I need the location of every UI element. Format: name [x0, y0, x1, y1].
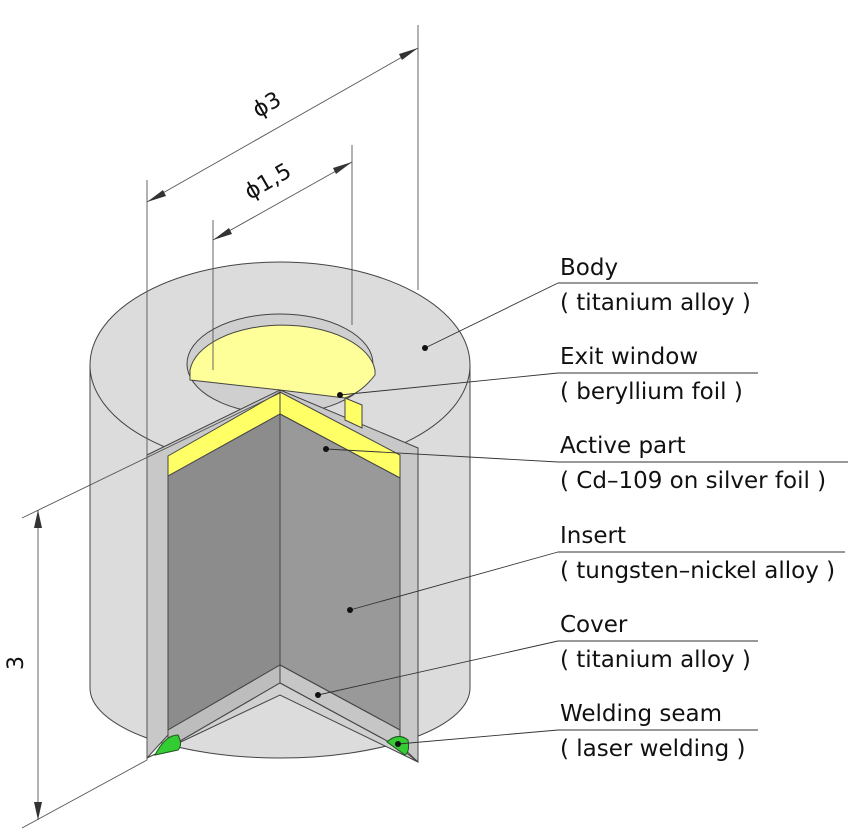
callout-body: Body ( titanium alloy ): [560, 255, 751, 316]
dimension-outer-diameter: ϕ3: [249, 87, 286, 123]
callout-cover-material: ( titanium alloy ): [560, 647, 751, 673]
callout-welding-seam: Welding seam ( laser welding ): [560, 701, 745, 762]
leader-lines: [315, 282, 848, 747]
callout-exit-window: Exit window ( beryllium foil ): [560, 344, 743, 405]
callout-welding-seam-material: ( laser welding ): [560, 736, 745, 762]
callout-cover-name: Cover: [560, 612, 628, 638]
callout-insert: Insert ( tungsten–nickel alloy ): [560, 523, 835, 584]
dimension-lines: [21, 25, 419, 829]
callout-welding-seam-name: Welding seam: [560, 701, 722, 727]
callout-insert-material: ( tungsten–nickel alloy ): [560, 558, 835, 584]
callout-exit-window-material: ( beryllium foil ): [560, 379, 743, 405]
callout-cover: Cover ( titanium alloy ): [560, 612, 751, 673]
callout-body-material: ( titanium alloy ): [560, 290, 751, 316]
exit-window: [167, 324, 401, 479]
callout-active-part: Active part ( Cd–109 on silver foil ): [560, 433, 826, 494]
callout-active-part-material: ( Cd–109 on silver foil ): [560, 468, 826, 494]
callout-exit-window-name: Exit window: [560, 344, 698, 370]
insert: [167, 413, 401, 731]
callout-active-part-name: Active part: [560, 433, 686, 459]
callout-body-name: Body: [560, 255, 618, 281]
dimension-height: 3: [4, 656, 29, 670]
callout-insert-name: Insert: [560, 523, 626, 549]
